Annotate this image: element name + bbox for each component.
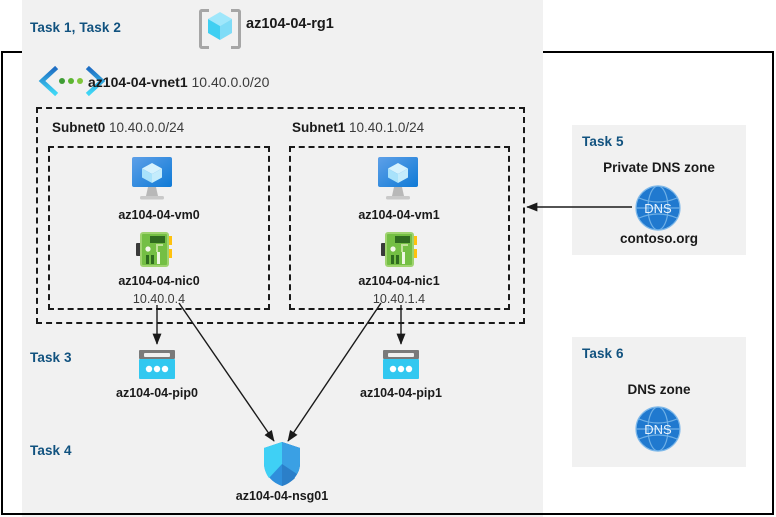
private-dns-title: Private DNS zone xyxy=(603,160,715,175)
network-interface-icon xyxy=(381,231,425,271)
nsg-label: az104-04-nsg01 xyxy=(235,489,329,503)
public-ip-0-label: az104-04-pip0 xyxy=(116,386,198,400)
public-dns-title: DNS zone xyxy=(627,382,691,397)
subnet1-vm-label: az104-04-vm1 xyxy=(358,208,440,222)
subnet1-name: Subnet1 xyxy=(292,120,346,135)
public-ip-panel xyxy=(22,337,543,412)
virtual-network-icon xyxy=(38,65,106,97)
task-label-nsg: Task 4 xyxy=(30,443,72,458)
public-ip-address-icon xyxy=(137,348,177,382)
network-interface-icon xyxy=(136,231,180,271)
public-ip-address-icon xyxy=(381,348,421,382)
svg-text:DNS: DNS xyxy=(644,201,672,216)
subnet0-name: Subnet0 xyxy=(52,120,106,135)
vnet-name: az104-04-vnet1 xyxy=(88,74,188,90)
dns-zone-icon: DNS xyxy=(634,184,682,232)
subnet0-nic-ip: 10.40.0.4 xyxy=(132,292,186,306)
svg-text:DNS: DNS xyxy=(644,422,672,437)
task-label-public-dns: Task 6 xyxy=(582,346,624,361)
subnet1-nic-label: az104-04-nic1 xyxy=(358,274,440,288)
virtual-machine-icon xyxy=(126,157,178,201)
vnet-title: az104-04-vnet1 10.40.0.0/20 xyxy=(88,74,269,90)
subnet0-vm-label: az104-04-vm0 xyxy=(118,208,200,222)
vnet-address-space: 10.40.0.0/20 xyxy=(191,74,270,90)
subnet1-title: Subnet1 10.40.1.0/24 xyxy=(292,120,424,135)
virtual-machine-icon xyxy=(372,157,424,201)
resource-group-icon xyxy=(199,7,241,49)
subnet1-nic-ip: 10.40.1.4 xyxy=(372,292,426,306)
task-label-rg: Task 1, Task 2 xyxy=(30,20,121,35)
subnet1-vm-box xyxy=(289,146,510,310)
task-label-private-dns: Task 5 xyxy=(582,134,624,149)
resource-group-name: az104-04-rg1 xyxy=(246,16,334,32)
subnet0-title: Subnet0 10.40.0.0/24 xyxy=(52,120,184,135)
subnet0-nic-label: az104-04-nic0 xyxy=(118,274,200,288)
task-label-public-ip: Task 3 xyxy=(30,350,72,365)
public-ip-1-label: az104-04-pip1 xyxy=(360,386,442,400)
subnet1-cidr: 10.40.1.0/24 xyxy=(349,120,425,135)
subnets-container xyxy=(36,107,525,324)
subnet0-vm-box xyxy=(48,146,270,310)
vnet-box xyxy=(22,51,543,328)
subnet0-cidr: 10.40.0.0/24 xyxy=(109,120,185,135)
private-dns-name: contoso.org xyxy=(620,231,698,246)
dns-zone-icon: DNS xyxy=(634,405,682,453)
network-security-group-icon xyxy=(262,441,302,487)
